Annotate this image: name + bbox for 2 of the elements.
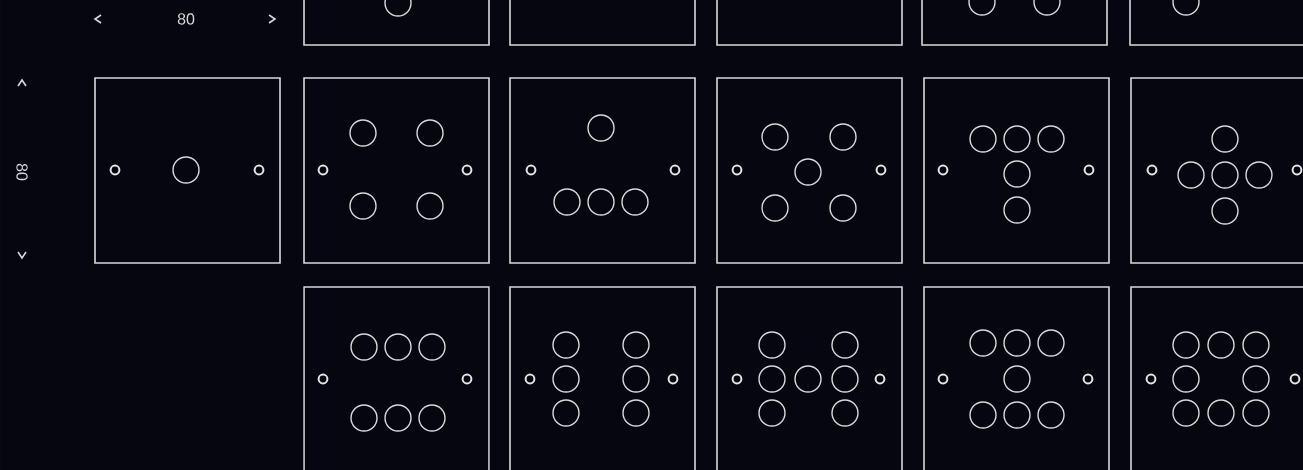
dimension-label: 80 <box>177 13 195 25</box>
dimension-label: 80 <box>16 163 28 181</box>
